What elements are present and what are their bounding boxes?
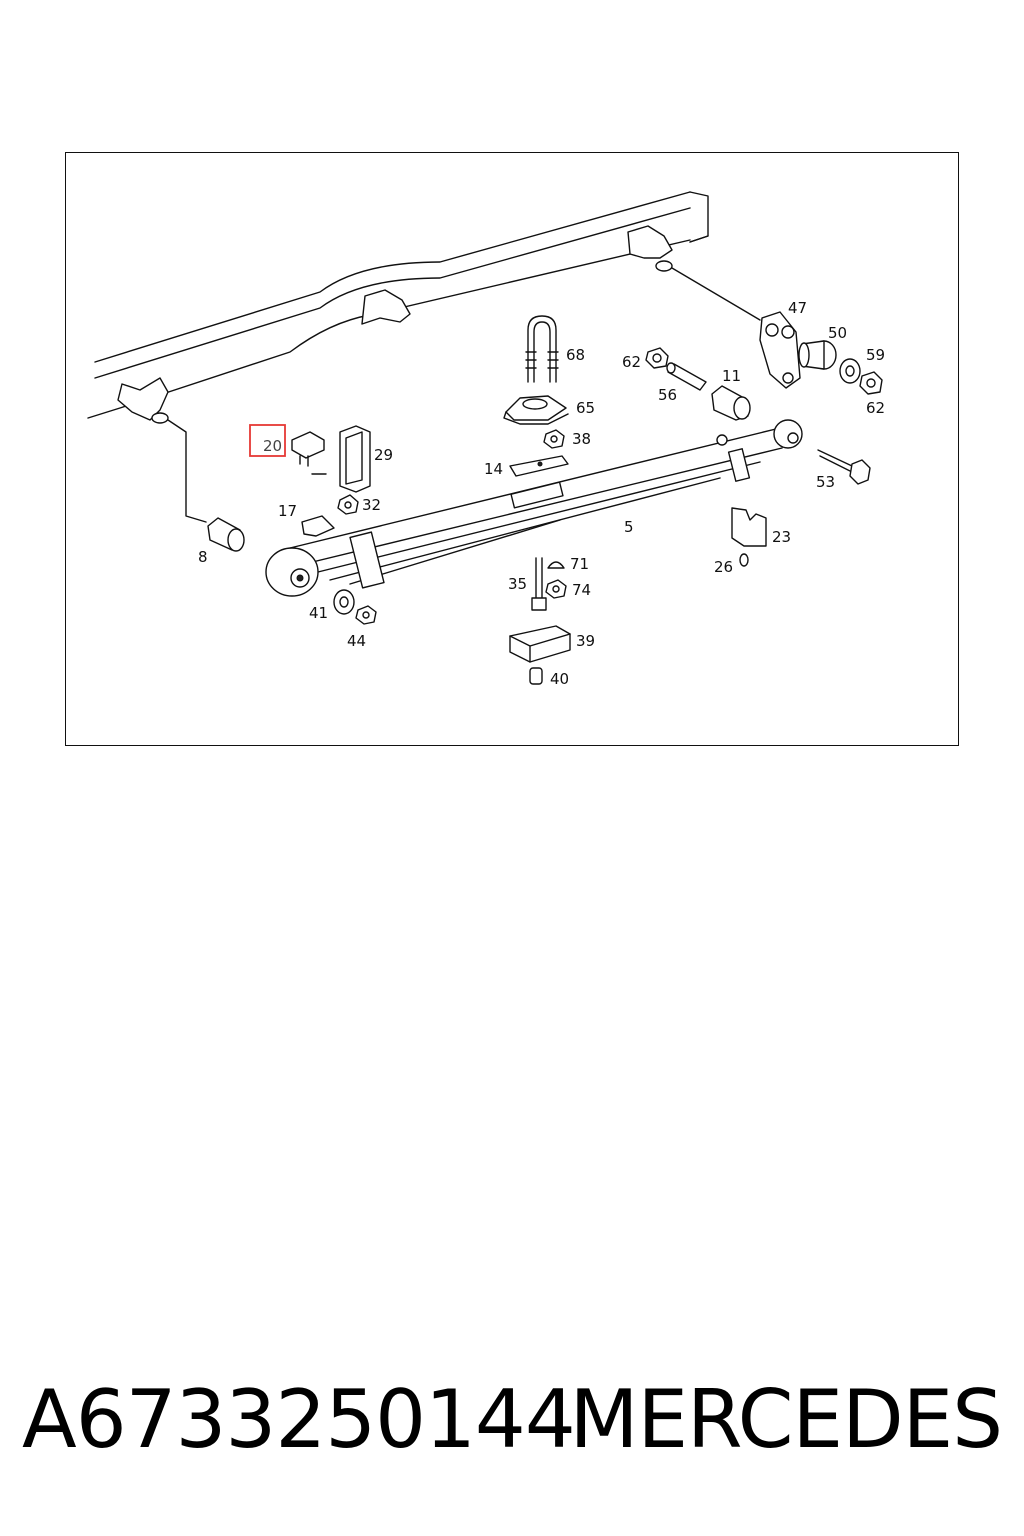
callout-32: 32 [362,496,381,514]
part-38-nut [543,429,565,449]
callout-56: 56 [658,386,677,404]
callout-68: 68 [566,346,585,364]
part-20-bump-stop [291,431,327,475]
callout-23: 23 [772,528,791,546]
callout-71: 71 [570,555,589,573]
part-71-cap [547,561,565,569]
part-50-bushing [798,340,837,370]
part-number: A6733250144 [22,1373,576,1466]
part-41-washer [333,589,355,615]
callout-11: 11 [722,367,741,385]
callout-29: 29 [374,446,393,464]
callout-74: 74 [572,581,591,599]
part-40-plug [529,667,543,685]
leader-line-rear [671,267,761,321]
part-44-nut [355,605,377,625]
part-68-u-bolt [525,315,559,383]
callout-50: 50 [828,324,847,342]
part-26-grease-nipple [739,553,749,567]
callout-62-right: 62 [866,399,885,417]
exploded-parts-diagram: 47 50 59 62 62 68 56 11 65 38 14 53 5 29… [87,191,885,688]
part-32-nut [337,494,359,515]
part-29-bracket [339,425,371,493]
part-39-rubber-block [509,625,571,663]
part-65-spring-seat [503,395,569,425]
part-17-pad [301,515,335,537]
callout-labels: 47 50 59 62 62 68 56 11 65 38 14 53 5 29… [198,299,885,688]
callout-14: 14 [484,460,503,478]
callout-44: 44 [347,632,366,650]
part-11-bushing [711,385,751,421]
highlight-box [249,424,286,457]
part-62-nut-left [645,347,669,369]
brand-name: MERCEDES [569,1373,1003,1466]
part-23-bracket [731,507,767,547]
callout-8: 8 [198,548,208,566]
callout-53: 53 [816,473,835,491]
callout-62-left: 62 [622,353,641,371]
part-59-washer [839,358,861,384]
leaf-spring [265,419,803,597]
callout-20-highlighted: 20 [263,437,282,455]
part-35-bolt [531,557,547,611]
chassis-frame-rail [87,191,709,424]
callout-47: 47 [788,299,807,317]
caption-bar: A6733250144 MERCEDES [0,1370,1024,1470]
callout-5: 5 [624,518,634,536]
callout-40: 40 [550,670,569,688]
callout-17: 17 [278,502,297,520]
part-47-shackle [759,311,801,389]
part-56-pin [666,362,707,391]
part-14-plate [509,455,569,477]
callout-59: 59 [866,346,885,364]
callout-39: 39 [576,632,595,650]
part-8-bushing [207,517,245,552]
part-62-nut-right [859,371,883,395]
callout-41: 41 [309,604,328,622]
callout-35: 35 [508,575,527,593]
leader-line-front [167,419,207,523]
callout-65: 65 [576,399,595,417]
part-74-nut [545,579,567,599]
callout-38: 38 [572,430,591,448]
callout-26: 26 [714,558,733,576]
part-53-bolt [817,449,871,485]
